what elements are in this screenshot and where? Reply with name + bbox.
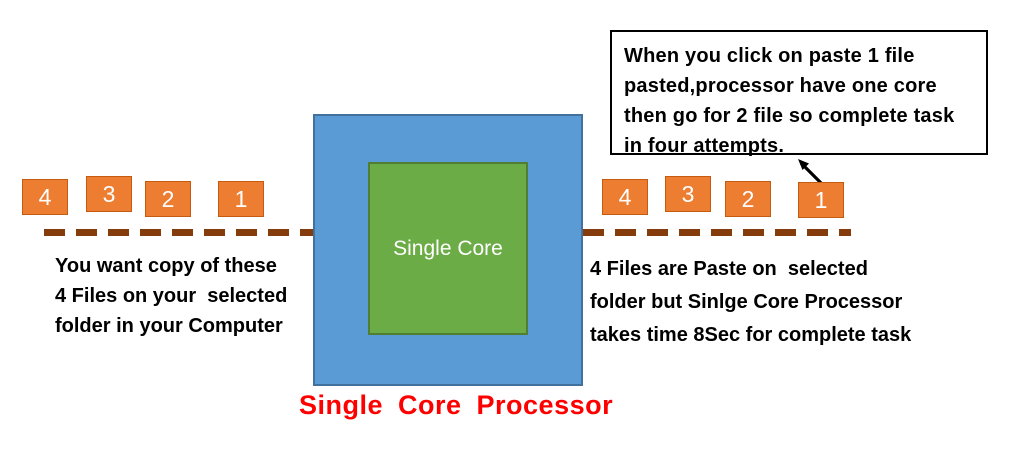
source-files-caption: You want copy of these 4 Files on your s… bbox=[55, 255, 288, 337]
file-box-left-1: 1 bbox=[218, 181, 264, 217]
pasted-files-caption: 4 Files are Paste on selected folder but… bbox=[590, 258, 912, 346]
file-box-right-3: 3 bbox=[665, 176, 711, 212]
file-box-left-3: 3 bbox=[86, 176, 132, 212]
file-box-right-2: 2 bbox=[725, 181, 771, 217]
processor-caption: Single Core Processor bbox=[299, 390, 614, 420]
callout-arrow-icon bbox=[798, 159, 824, 186]
file-box-right-4: 4 bbox=[602, 179, 648, 215]
file-box-left-4: 4 bbox=[22, 179, 68, 215]
file-box-left-2: 2 bbox=[145, 181, 191, 217]
processor-box: Single Core bbox=[313, 114, 583, 386]
single-core-box: Single Core bbox=[368, 162, 528, 335]
file-box-right-1: 1 bbox=[798, 182, 844, 218]
transfer-dash-line-right bbox=[583, 229, 851, 236]
callout-box: When you click on paste 1 file pasted,pr… bbox=[610, 30, 988, 157]
transfer-dash-line-left bbox=[44, 229, 314, 236]
